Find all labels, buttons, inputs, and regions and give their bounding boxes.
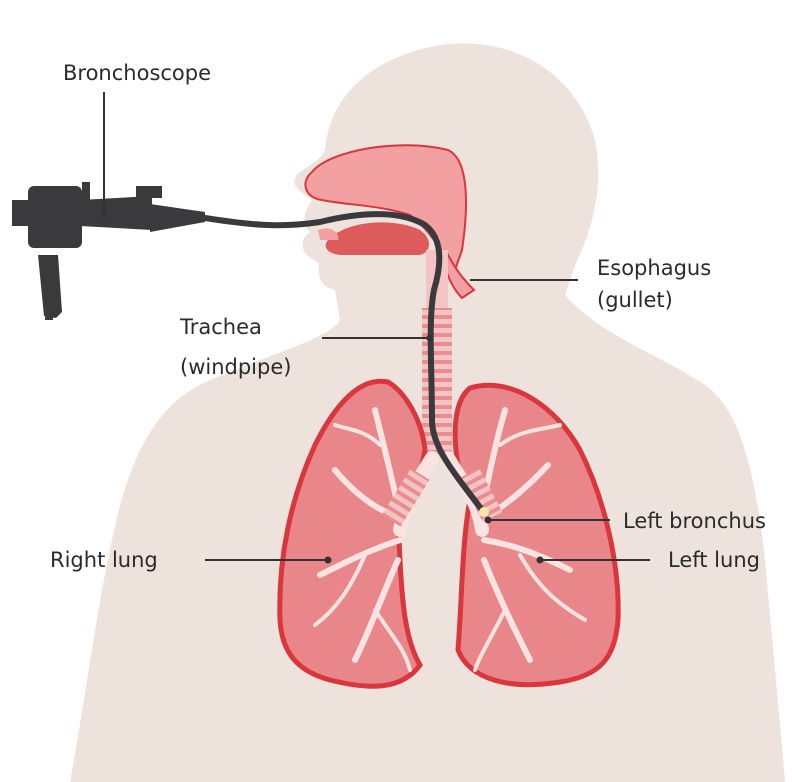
label-right-lung: Right lung — [50, 548, 158, 572]
label-esophagus: Esophagus — [597, 256, 711, 280]
label-left-bronchus: Left bronchus — [623, 509, 766, 533]
label-left-lung: Left lung — [668, 548, 760, 572]
label-gullet: (gullet) — [597, 288, 673, 312]
scope-tip-light — [479, 507, 489, 517]
label-bronchoscope: Bronchoscope — [63, 61, 211, 85]
label-windpipe: (windpipe) — [180, 355, 291, 379]
bronchoscope-icon — [12, 182, 205, 320]
label-trachea: Trachea — [179, 315, 262, 339]
